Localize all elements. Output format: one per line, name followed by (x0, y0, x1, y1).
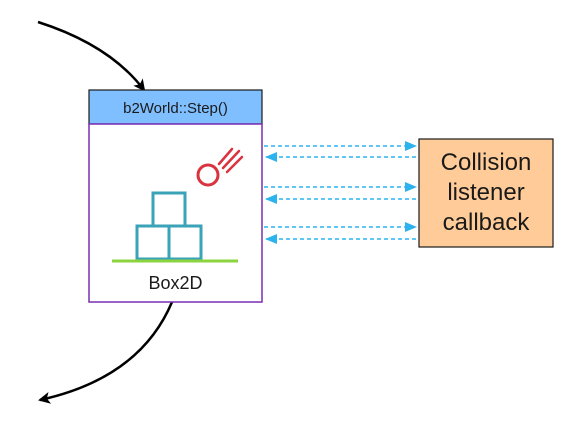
stacked-crates-icon (135, 191, 203, 261)
outgoing-flow-arrow (38, 301, 174, 404)
callback-arrows (264, 141, 417, 244)
step-label: b2World::Step() (123, 100, 228, 117)
incoming-flow-arrow (37, 20, 146, 92)
box2d-box: Box2D (88, 123, 263, 303)
listener-box: Collision listener callback (418, 138, 554, 248)
falling-ball-icon (196, 147, 244, 187)
listener-line-2: listener (447, 179, 524, 206)
step-header: b2World::Step() (88, 89, 263, 125)
listener-line-3: callback (443, 209, 531, 236)
box2d-label: Box2D (148, 273, 202, 293)
listener-line-1: Collision (441, 149, 532, 176)
